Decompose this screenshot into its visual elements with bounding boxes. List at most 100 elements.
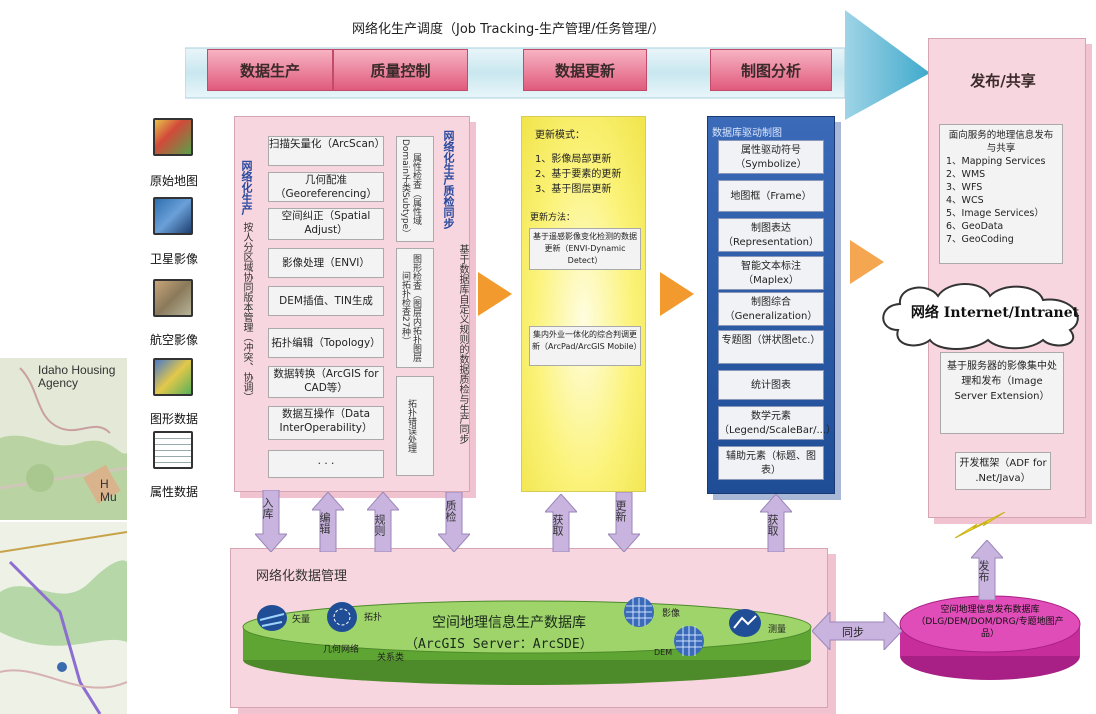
prod-item-arcscan: 扫描矢量化（ArcScan）: [268, 136, 385, 166]
prod-item-cad: 数据转换（ArcGIS for CAD等）: [268, 366, 384, 398]
update-mode-title: 更新模式：: [535, 130, 585, 141]
publish-db-sub: （DLG/DEM/DOM/DRG/专题地图产品）: [916, 617, 1064, 639]
sync-label: 同步: [842, 626, 864, 639]
graphic-data-icon: [153, 358, 193, 396]
flow-label-rule: 规则: [373, 514, 386, 536]
db-label-dem: DEM: [654, 648, 673, 657]
qc-attribute-check: 属性检查（属性域Domain子类Subtype）: [396, 136, 434, 242]
carto-item-frame: 地图框（Frame）: [718, 180, 824, 212]
update-method-2: 集内外业一体化的综合判调更新（ArcPad/ArcGIS Mobile）: [529, 326, 642, 366]
map-thumbnail-top: Idaho Housing Agency H Mu: [0, 358, 127, 520]
aerial-image-icon: [153, 279, 193, 317]
satellite-image-icon: [153, 197, 193, 235]
services-box: 面向服务的地理信息发布与共享 1、Mapping Services 2、WMS …: [939, 124, 1063, 264]
arrow-down-ingest: [255, 490, 287, 552]
prod-item-dem-tin: DEM插值、TIN生成: [268, 286, 384, 316]
image-server-box: 基于服务器的影像集中处理和发布（Image Server Extension）: [940, 352, 1064, 434]
update-panel: [521, 116, 646, 492]
production-db-cylinder: [242, 600, 812, 685]
banner-title: 网络化生产调度（Job Tracking-生产管理/任务管理/）: [352, 22, 665, 37]
flow-label-qc: 质检: [444, 500, 457, 522]
carto-item-math-elements: 数学元素（Legend/ScaleBar/...）: [718, 406, 836, 440]
service-item: 7、GeoCoding: [946, 234, 1014, 245]
db-name: 空间地理信息生产数据库: [432, 615, 586, 631]
service-item: 3、WFS: [946, 182, 983, 193]
arrow-up-release: [971, 540, 1003, 600]
topology-icon: [327, 602, 357, 632]
adf-box: 开发框架（ADF for .Net/Java）: [955, 452, 1051, 490]
db-label-relation: 关系类: [377, 653, 405, 663]
map-label-partial: H Mu: [100, 477, 117, 504]
release-label: 发布: [977, 560, 990, 582]
service-item: 4、WCS: [946, 195, 984, 206]
flow-label-edit: 编辑: [318, 512, 331, 534]
flow-label-ingest: 入库: [261, 497, 274, 519]
qc-attribute-text: 属性检查（属性域Domain子类Subtype）: [400, 139, 421, 239]
arrow-down-qc: [438, 492, 470, 552]
arrow-down-update: [608, 492, 640, 552]
vector-icon: [257, 605, 287, 631]
production-side-title: 网络化生产: [240, 160, 253, 215]
lightning-icon: [955, 512, 1006, 539]
qc-graphic-text: 图形检查（图层内拓扑图层间拓扑检查27种）: [400, 254, 421, 362]
update-modes: 1、影像局部更新 2、基于要素的更新 3、基于图层更新: [535, 152, 621, 197]
flow-arrow-1: [478, 272, 512, 316]
qc-graphic-check: 图形检查（图层内拓扑图层间拓扑检查27种）: [396, 248, 434, 368]
data-management-title: 网络化数据管理: [256, 569, 348, 584]
update-mode-item: 3、基于图层更新: [535, 184, 612, 195]
image-grid-icon: [624, 597, 654, 627]
source-label-5: 属性数据: [149, 485, 198, 499]
production-side-sub: 按人分区域协同版本管理（冲突、协调）: [241, 222, 252, 402]
arrow-up-rule: [367, 492, 399, 552]
update-mode-item: 2、基于要素的更新: [535, 169, 622, 180]
publish-db-label: 空间地理信息发布数据库 （DLG/DEM/DOM/DRG/专题地图产品）: [912, 604, 1068, 640]
flow-label-fetch-1: 获取: [551, 514, 564, 536]
carto-item-charts: 统计图表: [718, 370, 824, 400]
publish-db-name: 空间地理信息发布数据库: [940, 605, 1040, 615]
qc-side-title: 网络化生产质检同步: [442, 130, 455, 229]
tab-data-update: 数据更新: [523, 49, 647, 91]
source-label-1: 原始地图: [149, 174, 198, 188]
tab-quality-control: 质量控制: [333, 49, 468, 91]
map-label-agency: Idaho Housing Agency: [38, 363, 116, 390]
map-thumbnail-bottom: [0, 522, 127, 714]
carto-item-symbolize: 属性驱动符号（Symbolize）: [718, 140, 824, 174]
services-title: 面向服务的地理信息发布与共享: [948, 130, 1054, 154]
db-label-survey: 测量: [768, 625, 787, 635]
tab-cartography: 制图分析: [710, 49, 832, 91]
db-label-network: 几何网络: [323, 645, 360, 655]
attribute-data-icon: [153, 431, 193, 469]
source-label-2: 卫星影像: [149, 252, 198, 266]
db-sub: （ArcGIS Server：ArcSDE）: [405, 637, 593, 652]
prod-item-envi: 影像处理（ENVI）: [268, 248, 384, 278]
prod-item-interop: 数据互操作（Data InterOperability）: [268, 406, 384, 440]
qc-side-sub: 基于数据库自定义规则的数据质检与生产同步: [457, 244, 468, 444]
carto-item-aux-elements: 辅助元素（标题、图表）: [718, 446, 824, 480]
flow-label-update: 更新: [614, 500, 627, 522]
prod-item-spatial-adjust: 空间纠正（Spatial Adjust）: [268, 208, 384, 240]
service-item: 6、GeoData: [946, 221, 1004, 232]
carto-item-representation: 制图表达（Representation）: [718, 218, 824, 252]
arrow-up-fetch-1: [545, 494, 577, 552]
source-label-3: 航空影像: [149, 333, 198, 347]
survey-icon: [729, 609, 761, 637]
service-item: 5、Image Services）: [946, 208, 1044, 219]
db-label-vector: 矢量: [292, 615, 311, 625]
service-item: 1、Mapping Services: [946, 156, 1046, 167]
publish-panel: [928, 38, 1086, 518]
prod-item-georef: 几何配准（Georeferencing）: [268, 172, 384, 202]
dem-grid-icon: [674, 626, 704, 656]
arrow-up-edit: [312, 492, 344, 552]
update-mode-item: 1、影像局部更新: [535, 154, 612, 165]
update-method-1: 基于遥感影像变化检测的数据更新（ENVI-Dynamic Detect）: [529, 228, 641, 270]
qc-topology-errors: 拓扑错误处理: [396, 376, 434, 476]
flow-arrow-2: [660, 272, 694, 316]
arrow-up-fetch-2: [760, 494, 792, 552]
carto-item-maplex: 智能文本标注（Maplex）: [718, 256, 824, 290]
carto-item-generalization: 制图综合（Generalization）: [718, 292, 824, 326]
qc-topology-text: 拓扑错误处理: [406, 399, 416, 453]
prod-item-topology: 拓扑编辑（Topology）: [268, 328, 384, 358]
flow-label-fetch-2: 获取: [766, 514, 779, 536]
publish-db-cylinder: [899, 595, 1081, 680]
update-method-title: 更新方法：: [530, 213, 576, 223]
